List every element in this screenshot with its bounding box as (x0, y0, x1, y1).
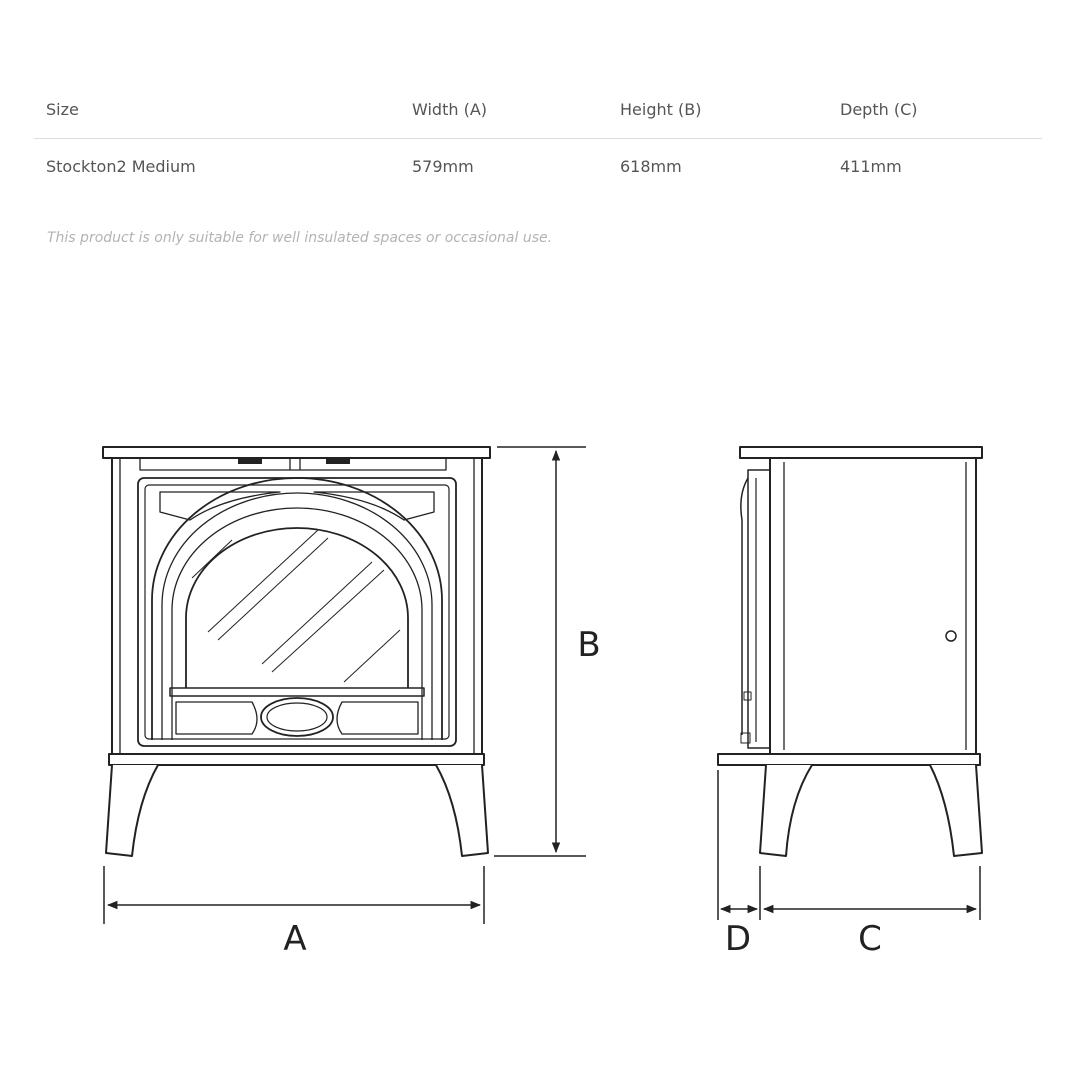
label-a: A (283, 919, 306, 959)
cell-depth: 411mm (840, 157, 902, 176)
header-depth: Depth (C) (840, 100, 918, 119)
usage-note: This product is only suitable for well i… (47, 230, 553, 246)
cell-height: 618mm (620, 157, 682, 176)
header-size: Size (46, 100, 79, 119)
dimensions-table: Size Width (A) Height (B) Depth (C) Stoc… (34, 88, 1042, 189)
header-width: Width (A) (412, 100, 487, 119)
cell-width: 579mm (412, 157, 474, 176)
stove-side-view (717, 446, 983, 857)
table-row: Stockton2 Medium 579mm 618mm 411mm (34, 139, 1042, 189)
label-c: C (858, 919, 882, 959)
stove-front-view (102, 446, 491, 857)
label-b: B (577, 625, 600, 665)
label-d: D (725, 919, 751, 959)
table-header-row: Size Width (A) Height (B) Depth (C) (34, 88, 1042, 139)
header-height: Height (B) (620, 100, 702, 119)
dimension-lines (103, 446, 981, 924)
stove-dimension-drawing: A B D C (102, 446, 983, 959)
cell-size: Stockton2 Medium (46, 157, 196, 176)
